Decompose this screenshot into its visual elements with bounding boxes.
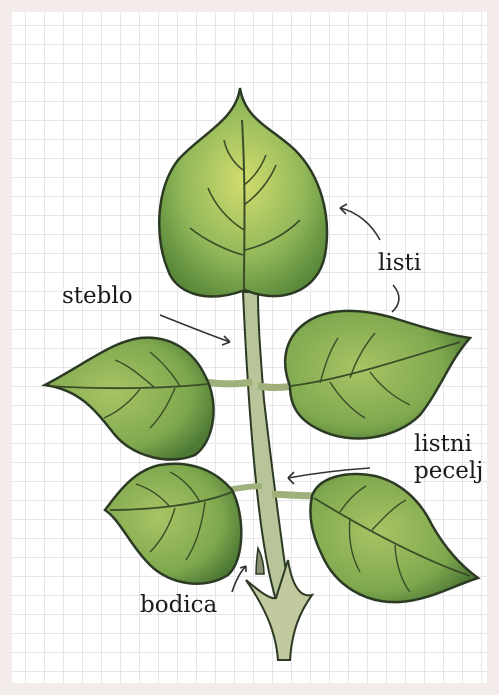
- arrow-bodica: [232, 566, 246, 592]
- leaf-right-lower: [310, 474, 478, 602]
- petiole-right-upper: [258, 386, 292, 388]
- thorn-shape: [256, 548, 264, 574]
- label-bodica: bodica: [140, 594, 217, 617]
- label-pecelj: pecelj: [414, 460, 483, 483]
- leaf-right-upper: [285, 311, 470, 438]
- stem-shape: [243, 292, 290, 600]
- leaf-left-upper: [45, 338, 214, 460]
- leaf-left-lower: [105, 464, 241, 584]
- top-leaf: [159, 88, 327, 296]
- label-listni: listni: [414, 433, 472, 456]
- petiole-left-upper: [205, 382, 252, 384]
- label-steblo: steblo: [62, 285, 133, 308]
- label-listi: listi: [378, 252, 421, 275]
